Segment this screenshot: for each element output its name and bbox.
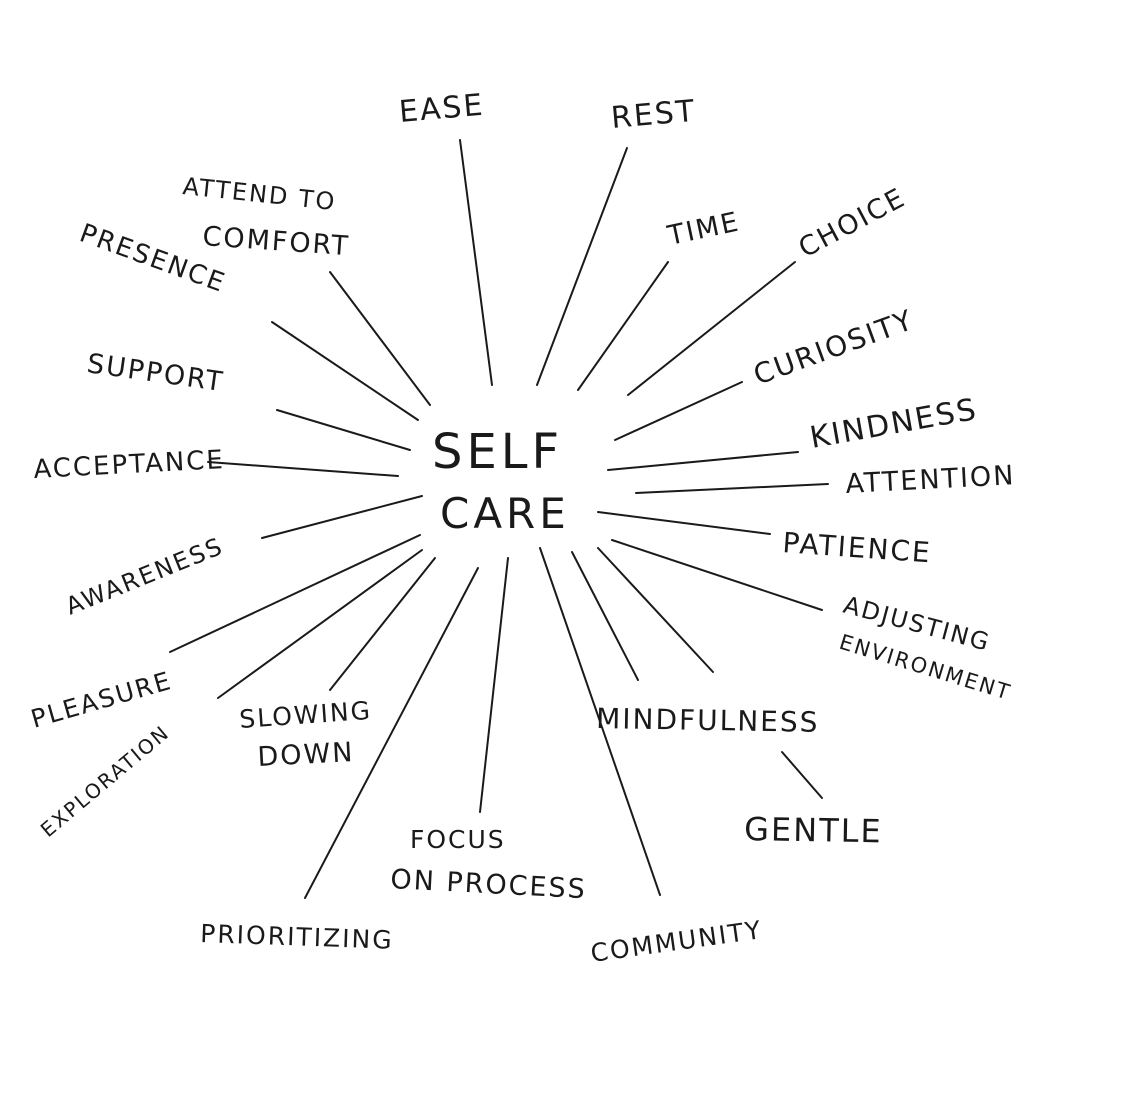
label-support: SUPPORT: [85, 348, 226, 398]
spoke-presence: [271, 321, 419, 421]
label-patience: PATIENCE: [782, 526, 933, 569]
spoke-mindfulness-a: [597, 547, 714, 673]
spoke-exploration: [217, 549, 423, 699]
spoke-slowing-down: [329, 557, 436, 691]
label-exploration: EXPLORATION: [36, 720, 174, 842]
label-attend-to: ATTEND TO: [181, 172, 337, 216]
spoke-focus-on-process: [479, 557, 509, 813]
spoke-curiosity: [614, 381, 743, 441]
label-acceptance: ACCEPTANCE: [33, 445, 226, 485]
label-down: DOWN: [257, 737, 355, 773]
center-node: SELF CARE: [432, 424, 570, 538]
label-choice: CHOICE: [794, 182, 911, 264]
label-time: TIME: [664, 206, 743, 252]
spoke-community: [539, 547, 661, 896]
label-kindness: KINDNESS: [807, 392, 980, 456]
label-awareness: AWARENESS: [62, 532, 228, 621]
label-ease: EASE: [398, 88, 486, 130]
spoke-adjusting-environment: [611, 539, 823, 611]
label-prioritizing: PRIORITIZING: [200, 919, 394, 955]
label-community: COMMUNITY: [589, 915, 765, 968]
spokes: [169, 139, 829, 899]
spoke-gentle: [781, 751, 823, 799]
spoke-choice: [627, 261, 796, 396]
label-comfort: COMFORT: [202, 221, 351, 262]
spoke-ease: [459, 139, 493, 386]
spoke-support: [276, 409, 411, 451]
center-line-care: CARE: [440, 489, 570, 538]
spoke-prioritizing: [304, 567, 479, 899]
label-focus: FOCUS: [410, 825, 506, 854]
spoke-attend-to-comfort: [329, 271, 431, 406]
center-line-self: SELF: [432, 424, 563, 480]
label-slowing: SLOWING: [238, 696, 372, 734]
spoke-time: [577, 261, 669, 391]
spoke-pleasure: [169, 534, 421, 653]
spoke-mindfulness-b: [571, 551, 639, 681]
label-on-process: ON PROCESS: [390, 864, 588, 905]
label-rest: REST: [610, 94, 698, 136]
spoke-patience: [597, 511, 771, 535]
spoke-awareness: [261, 495, 423, 539]
spoke-acceptance: [207, 461, 399, 477]
spoke-attention: [635, 483, 829, 494]
spoke-rest: [536, 147, 628, 386]
spoke-kindness: [607, 451, 799, 471]
label-gentle: GENTLE: [744, 810, 883, 850]
label-mindfulness: MINDFULNESS: [596, 702, 820, 739]
label-curiosity: CURIOSITY: [749, 303, 918, 391]
label-attention: ATTENTION: [845, 460, 1016, 500]
label-pleasure: PLEASURE: [28, 666, 176, 734]
